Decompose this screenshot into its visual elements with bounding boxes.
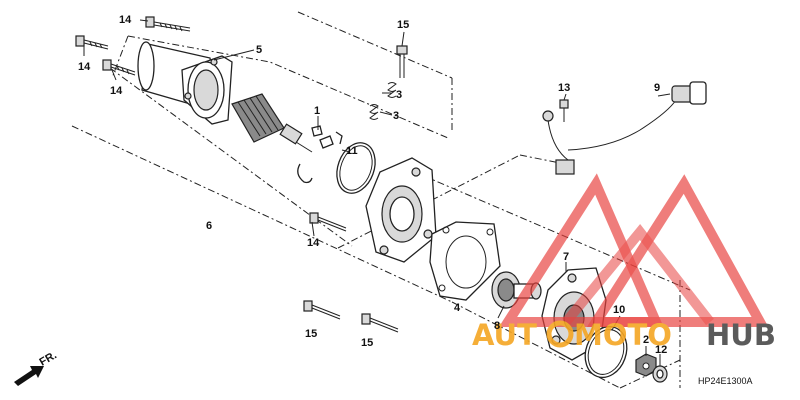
callout-14: 14 — [119, 14, 132, 26]
callout-2: 2 — [643, 334, 649, 346]
callout-14: 14 — [110, 85, 123, 97]
callout-12: 12 — [655, 344, 667, 356]
diagram-code: HP24E1300A — [698, 376, 753, 386]
spring-upper — [387, 82, 397, 98]
bolt-14-left-2 — [102, 59, 136, 76]
starter-cable-9 — [542, 81, 707, 175]
callout-5: 5 — [256, 44, 262, 56]
callout-14: 14 — [307, 237, 320, 249]
gear-case-cover — [365, 157, 437, 263]
callout-3: 3 — [393, 110, 399, 122]
callout-14: 14 — [78, 61, 91, 73]
watermark-middle: MOTO — [574, 318, 672, 352]
o-ring-10 — [584, 325, 628, 379]
callout-11: 11 — [346, 145, 358, 157]
watermark-o-ring — [546, 320, 574, 348]
watermark-prefix: AUT — [472, 318, 537, 352]
gasket-4 — [429, 221, 501, 301]
o-ring-10-inner — [587, 329, 625, 375]
watermark-suffix: HUB — [706, 318, 776, 352]
watermark: AUT MOTO HUB — [472, 173, 776, 352]
bolt-14-left-1 — [75, 35, 109, 50]
bolt-14-top — [145, 16, 191, 32]
brush-set — [297, 125, 343, 184]
callout-13: 13 — [558, 82, 570, 94]
callout-6: 6 — [206, 220, 212, 232]
front-marker-label: FR. — [38, 349, 59, 368]
washer-12 — [652, 365, 668, 383]
spring-lower — [369, 104, 379, 120]
callout-9: 9 — [654, 82, 660, 94]
watermark-logo — [498, 173, 769, 327]
armature — [231, 93, 313, 153]
callout-8: 8 — [494, 320, 500, 332]
o-ring-11 — [336, 142, 376, 194]
callout-4: 4 — [454, 302, 461, 314]
callout-3: 3 — [396, 89, 402, 101]
screw-13 — [559, 99, 569, 122]
callout-labels: 14 14 14 14 5 15 15 15 3 3 1 11 6 13 9 4… — [78, 14, 667, 356]
bolt-15-top — [396, 45, 408, 78]
o-ring-11-inner — [339, 145, 373, 191]
motor-case — [137, 41, 233, 125]
callout-1: 1 — [314, 105, 320, 117]
callout-15: 15 — [361, 337, 373, 349]
bolt-15-lower-left — [303, 300, 341, 320]
bolt-15-lower-right — [361, 313, 399, 333]
callout-7: 7 — [563, 251, 569, 263]
bolt-14-lower — [309, 212, 347, 232]
front-arrow-icon — [14, 366, 44, 386]
front-direction-marker: FR. — [14, 349, 59, 386]
callout-15: 15 — [397, 19, 409, 31]
callout-10: 10 — [613, 304, 625, 316]
callout-15: 15 — [305, 328, 317, 340]
